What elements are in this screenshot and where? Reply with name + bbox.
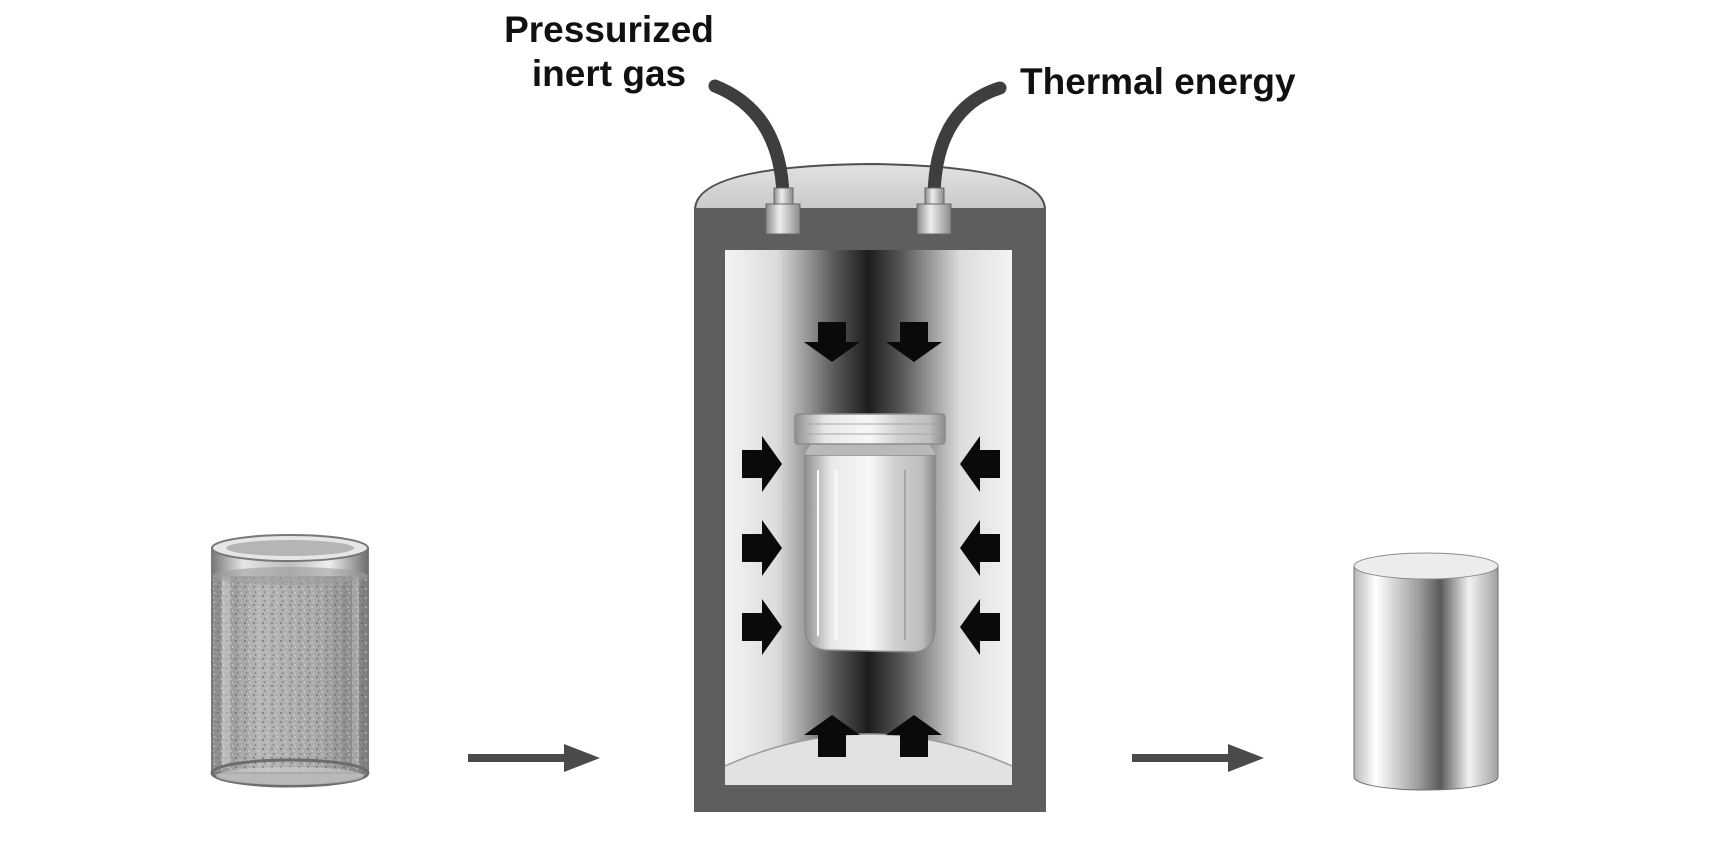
- pressure-arrows: [742, 322, 1000, 757]
- pressure-arrow: [960, 436, 1000, 492]
- pressure-arrow: [886, 322, 942, 362]
- thermal-energy-hose: [916, 81, 1007, 235]
- pressure-arrow: [804, 715, 860, 757]
- thermal-energy-label: Thermal energy: [1020, 61, 1296, 102]
- pressure-arrow: [742, 520, 782, 576]
- pressure-arrow: [742, 599, 782, 655]
- flow-arrow-to-part: [1132, 744, 1264, 772]
- sealed-canister: [794, 413, 946, 653]
- consolidated-part: [1353, 552, 1499, 791]
- pressure-arrow: [804, 322, 860, 362]
- gas-inlet-hose: [708, 79, 801, 235]
- gas-label-line-2: inert gas: [531, 52, 687, 94]
- pressurized-inert-gas-label: Pressurized inert gas: [478, 8, 740, 95]
- pressure-arrow: [742, 436, 782, 492]
- pressure-arrow: [886, 715, 942, 757]
- gas-label-line-1: Pressurized: [504, 9, 714, 50]
- pressure-arrow: [960, 520, 1000, 576]
- flow-arrow-to-press: [468, 744, 600, 772]
- pressure-arrow: [960, 599, 1000, 655]
- powder-filled-container: [210, 534, 370, 788]
